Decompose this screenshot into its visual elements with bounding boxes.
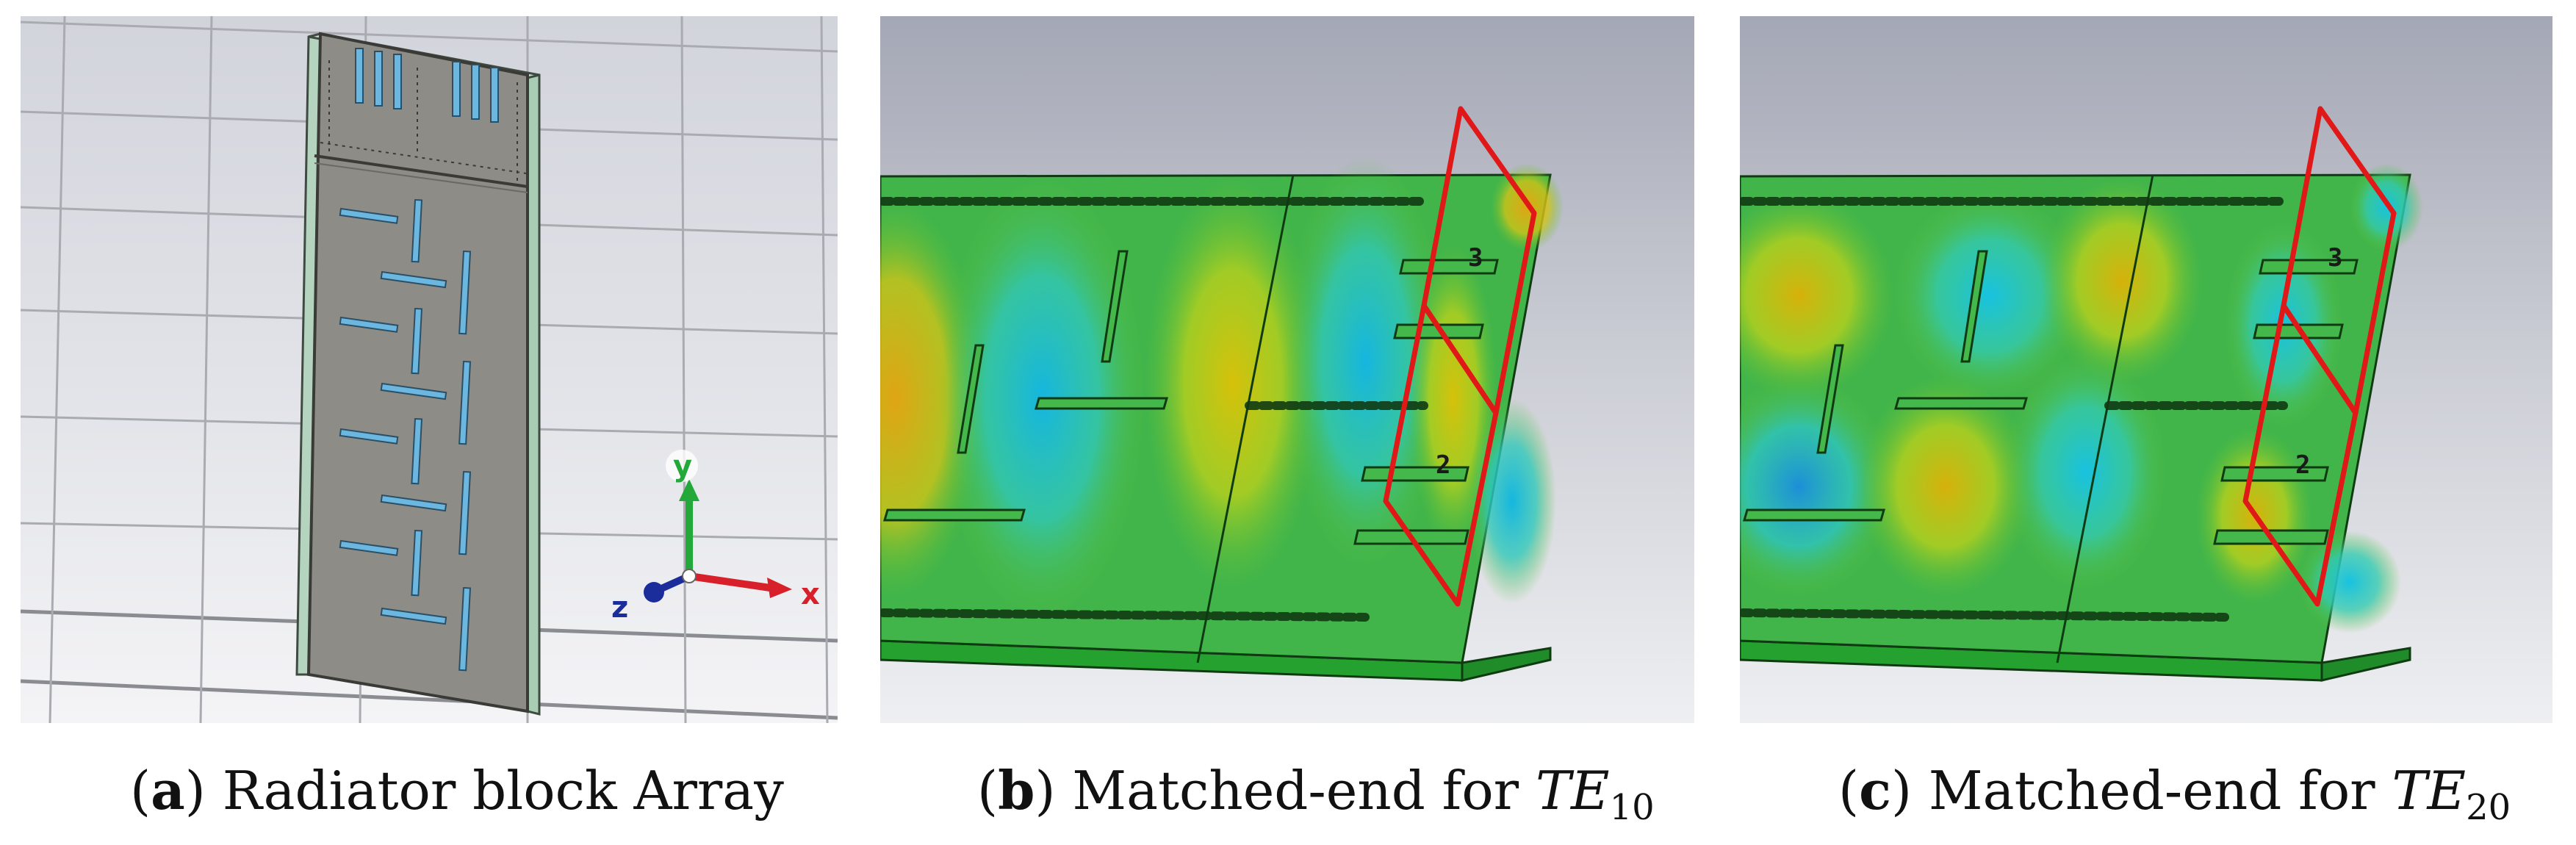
caption-b-letter: b xyxy=(998,759,1035,821)
axis-label-x: x xyxy=(801,578,820,611)
port-label-3: 3 xyxy=(1468,243,1483,273)
port-planes xyxy=(1383,106,1537,607)
port-planes xyxy=(2242,106,2397,607)
axis-label-y: y xyxy=(673,450,692,483)
caption-b-text: Matched-end for xyxy=(1072,760,1536,821)
via-rows xyxy=(880,197,1428,622)
radiating-slots xyxy=(339,198,472,672)
via-rows xyxy=(320,60,527,181)
via-rows xyxy=(1740,197,2288,622)
caption-a-text: Radiator block Array xyxy=(222,760,784,821)
caption-b-mode-sub: 10 xyxy=(1609,787,1655,828)
te20-field-view: 3 2 xyxy=(1740,16,2552,723)
caption-b: (b) Matched-end for TE10 xyxy=(977,759,1655,828)
port-label-2: 2 xyxy=(2295,450,2310,480)
radiator-block-drawing: y x z xyxy=(21,16,838,723)
radiator-block-view: y x z xyxy=(21,16,838,723)
board-right-edge xyxy=(2320,647,2411,682)
caption-c: (c) Matched-end for TE20 xyxy=(1838,759,2511,828)
port-label-2: 2 xyxy=(1436,450,1450,480)
board-right-edge xyxy=(1461,647,1552,682)
caption-c-letter: c xyxy=(1859,759,1891,821)
feed-slots xyxy=(355,48,499,123)
te20-field-drawing: 3 2 xyxy=(1740,106,2423,682)
te10-field-view: 3 2 xyxy=(880,16,1694,723)
slots xyxy=(883,250,1499,545)
caption-a: (a) Radiator block Array xyxy=(130,759,784,821)
caption-c-mode: TE xyxy=(2392,760,2467,821)
caption-c-text: Matched-end for xyxy=(1928,760,2392,821)
field-distribution xyxy=(1740,163,2423,633)
block-right-face xyxy=(526,72,541,716)
port-label-3: 3 xyxy=(2328,243,2342,273)
caption-c-mode-sub: 20 xyxy=(2466,787,2511,828)
caption-a-letter: a xyxy=(151,759,185,821)
caption-b-mode: TE xyxy=(1535,760,1610,821)
te10-field-drawing: 3 2 xyxy=(880,106,1564,682)
axis-label-z: z xyxy=(611,591,628,625)
axes-triad: y x z xyxy=(611,450,820,625)
